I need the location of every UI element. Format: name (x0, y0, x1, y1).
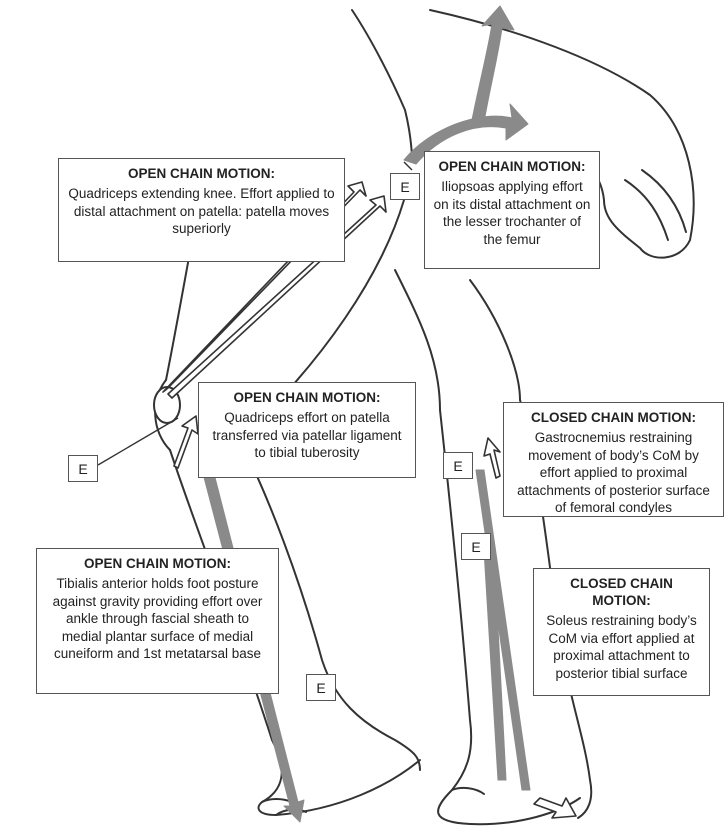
effort-marker-soleus: E (461, 533, 491, 560)
callout-quadriceps-patella: OPEN CHAIN MOTION: Quadriceps effort on … (198, 382, 416, 478)
torso-outline (352, 10, 412, 160)
callout-body: Iliopsoas applying effort on its distal … (433, 178, 591, 248)
callout-title: CLOSED CHAIN MOTION: (542, 575, 701, 609)
callout-body: Tibialis anterior holds foot posture aga… (45, 575, 270, 663)
callout-body: Gastrocnemius restraining movement of bo… (512, 429, 715, 517)
callout-title: CLOSED CHAIN MOTION: (512, 409, 715, 426)
callout-title: OPEN CHAIN MOTION: (433, 158, 591, 175)
callout-title: OPEN CHAIN MOTION: (45, 555, 270, 572)
callout-title: OPEN CHAIN MOTION: (67, 165, 336, 182)
callout-title: OPEN CHAIN MOTION: (207, 389, 407, 406)
callout-body: Soleus restraining body’s CoM via effort… (542, 612, 701, 682)
callout-body: Quadriceps effort on patella transferred… (207, 409, 407, 462)
effort-marker-quadriceps: E (390, 173, 420, 200)
callout-tibialis-anterior: OPEN CHAIN MOTION: Tibialis anterior hol… (36, 548, 279, 694)
patellar-ligament-arrow (174, 416, 198, 468)
leader-line-patella (98, 418, 178, 465)
leader-line-iliopsoas (404, 162, 412, 170)
callout-body: Quadriceps extending knee. Effort applie… (67, 185, 336, 238)
effort-marker-tibialis-anterior: E (306, 674, 336, 701)
hand-fingers (625, 170, 686, 240)
iliopsoas-arrow-up (472, 6, 514, 122)
right-toes (452, 788, 484, 794)
gastrocnemius-arrow (484, 438, 500, 478)
callout-gastrocnemius: CLOSED CHAIN MOTION: Gastrocnemius restr… (503, 402, 724, 517)
callout-soleus: CLOSED CHAIN MOTION: Soleus restraining … (533, 568, 710, 696)
effort-marker-gastrocnemius: E (443, 452, 473, 479)
callout-quadriceps-knee: OPEN CHAIN MOTION: Quadriceps extending … (58, 158, 345, 262)
callout-iliopsoas: OPEN CHAIN MOTION: Iliopsoas applying ef… (424, 151, 600, 269)
right-thigh-back-outline (470, 280, 520, 400)
effort-marker-patella: E (68, 455, 98, 482)
